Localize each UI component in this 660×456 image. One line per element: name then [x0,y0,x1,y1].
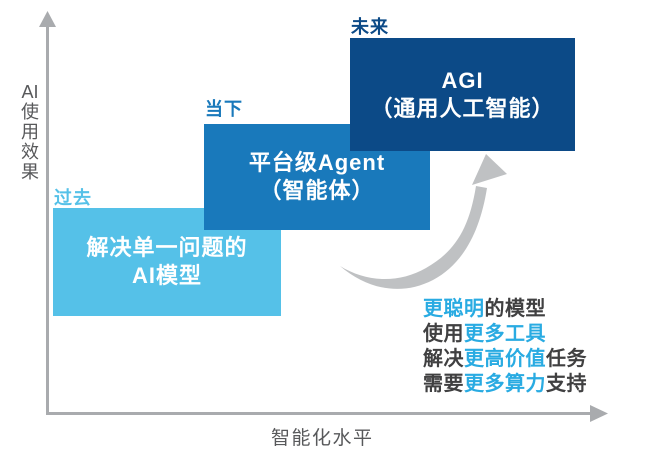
stage-box-past-line1: 解决单一问题的 [86,235,248,260]
stage-box-future-line2: （通用人工智能） [370,95,555,121]
y-axis-label-char: 用 [21,122,39,142]
y-axis-line [46,26,49,415]
x-axis-line [46,412,593,415]
y-axis-label-char: 使 [21,102,39,122]
era-label-present: 当下 [205,99,243,119]
x-axis-label: 智能化水平 [271,428,374,449]
y-axis-label: AI 使 用 效 果 [14,82,46,182]
y-axis-label-char: 效 [21,142,39,162]
stage-box-future-line1: AGI [441,67,484,93]
stage-box-past-line2: AI模型 [131,263,202,288]
annotation-segment: 任务 [546,348,587,370]
annotation-segment: 的模型 [484,298,546,320]
x-axis-arrowhead-icon [590,405,608,422]
annotation-segment: 支持 [546,373,587,395]
annotation-line: 使用更多工具 [423,322,587,347]
annotation-segment: 需要 [423,373,464,395]
era-label-past: 过去 [54,188,92,208]
stage-box-present-line1: 平台级Agent [248,150,386,175]
annotation-block: 更聪明的模型 使用更多工具 解决更高价值任务 需要更多算力支持 [423,297,587,397]
annotation-segment: 更高价值 [464,348,546,370]
y-axis-label-char: 果 [21,162,39,182]
annotation-segment: 解决 [423,348,464,370]
era-label-future: 未来 [351,17,389,37]
annotation-segment: 使用 [423,323,464,345]
annotation-segment: 更多算力 [464,373,546,395]
growth-arrow-icon [330,140,515,300]
stage-box-present-line2: （智能体） [259,178,375,203]
annotation-segment: 更聪明 [423,298,485,320]
stage-box-future: AGI （通用人工智能） [350,38,575,151]
y-axis-arrowhead-icon [39,11,56,27]
annotation-line: 需要更多算力支持 [423,372,587,397]
annotation-line: 更聪明的模型 [423,297,587,322]
annotation-segment: 更多工具 [464,323,546,345]
y-axis-label-char: AI [21,82,39,102]
annotation-line: 解决更高价值任务 [423,347,587,372]
